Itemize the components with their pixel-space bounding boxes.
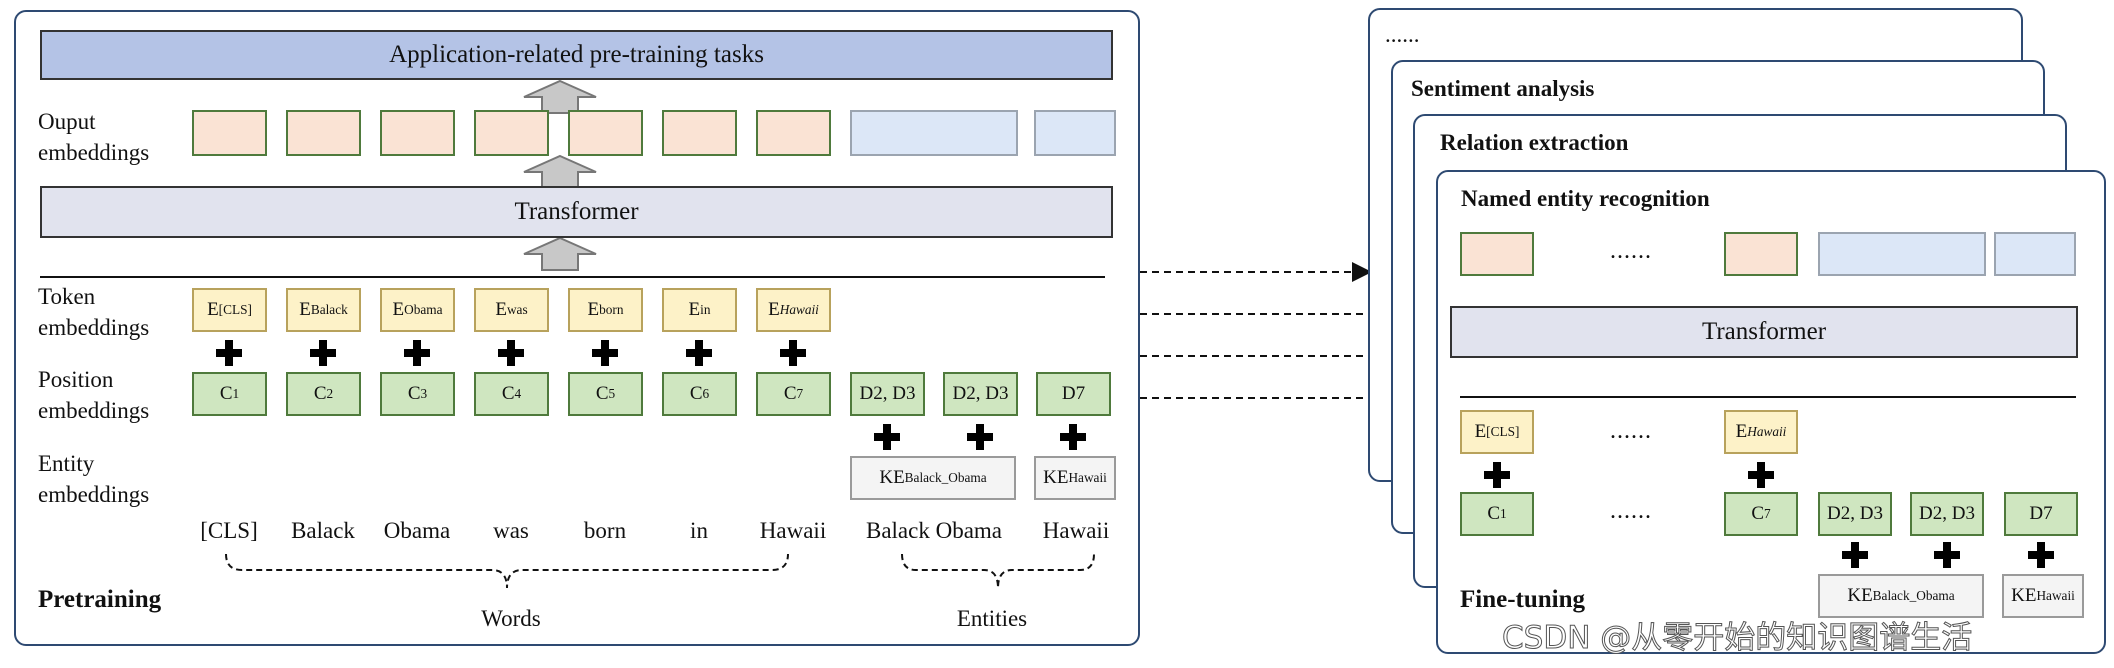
plus-icon	[1842, 542, 1868, 568]
plus-icon	[404, 340, 430, 366]
entities-caption: Entities	[956, 606, 1028, 631]
position-label-line2: embeddings	[38, 398, 150, 423]
finetuning-footer: Fine-tuning	[1460, 586, 1586, 613]
words-caption: Words	[481, 606, 541, 631]
plus-icon	[498, 340, 524, 366]
words-brace	[225, 553, 789, 589]
word-cls: [CLS]	[200, 518, 258, 543]
plus-icon	[1934, 542, 1960, 568]
arrow-up-icon	[523, 154, 597, 189]
token-embeddings-label: Token embeddings	[38, 281, 149, 343]
output-entity-embedding-box	[1034, 110, 1116, 156]
plus-icon	[1060, 424, 1086, 450]
token-label-line2: embeddings	[38, 315, 150, 340]
entity-word-hawaii: Hawaii	[1042, 518, 1110, 543]
ner-output-box	[1724, 232, 1798, 276]
ner-entity-position: D2, D3	[1818, 492, 1892, 536]
task-card-more-title: ......	[1385, 22, 1420, 47]
plus-icon	[780, 340, 806, 366]
output-label-line1: Ouput	[38, 109, 96, 134]
plus-icon	[2028, 542, 2054, 568]
output-embedding-box	[756, 110, 831, 156]
plus-icon	[1748, 462, 1774, 488]
plus-icon	[686, 340, 712, 366]
entities-brace	[901, 553, 1095, 589]
output-embedding-box	[192, 110, 267, 156]
ner-transformer-bar: Transformer	[1450, 306, 2078, 358]
output-embedding-box	[474, 110, 549, 156]
divider-line	[40, 276, 1105, 278]
ner-entity-position: D2, D3	[1910, 492, 1984, 536]
ner-entity-position: D7	[2004, 492, 2078, 536]
watermark: CSDN @从零开始的知识图谱生活	[1501, 620, 1973, 657]
output-embedding-box	[568, 110, 643, 156]
entity-position-embedding: D2, D3	[943, 372, 1018, 416]
task-card-ner-title: Named entity recognition	[1461, 186, 1710, 211]
output-embeddings-label: Ouput embeddings	[38, 106, 149, 168]
plus-icon	[967, 424, 993, 450]
entity-word-balack-obama: Balack Obama	[865, 518, 1003, 543]
arrow-up-icon	[523, 79, 597, 114]
plus-icon	[1484, 462, 1510, 488]
arrow-up-icon	[523, 236, 597, 271]
position-embeddings-label: Position embeddings	[38, 364, 149, 426]
ner-token-dots: ......	[1610, 418, 1652, 444]
token-label-line1: Token	[38, 284, 96, 309]
word-obama: Obama	[383, 518, 451, 543]
plus-icon	[592, 340, 618, 366]
ner-output-dots: ......	[1610, 238, 1652, 264]
output-label-line2: embeddings	[38, 140, 150, 165]
entity-position-embedding: D2, D3	[850, 372, 925, 416]
word-born: born	[583, 518, 627, 543]
pretraining-footer: Pretraining	[38, 586, 162, 613]
position-label-line1: Position	[38, 367, 114, 392]
output-entity-embedding-box	[850, 110, 1018, 156]
entity-label-line1: Entity	[38, 451, 95, 476]
plus-icon	[310, 340, 336, 366]
task-card-sentiment-title: Sentiment analysis	[1411, 76, 1595, 101]
ner-token-cls: E[CLS]	[1460, 410, 1534, 454]
output-embedding-box	[286, 110, 361, 156]
ner-output-entity-box	[1818, 232, 1986, 276]
ner-output-entity-box	[1994, 232, 2076, 276]
ner-divider-line	[1460, 396, 2076, 398]
output-embedding-box	[380, 110, 455, 156]
entity-label-line2: embeddings	[38, 482, 150, 507]
entity-position-embedding: D7	[1036, 372, 1111, 416]
task-card-relation-title: Relation extraction	[1440, 130, 1629, 155]
token-embedding-cls: E[CLS]	[192, 288, 267, 332]
output-embedding-box	[662, 110, 737, 156]
ner-position-dots: ......	[1610, 498, 1652, 524]
plus-icon	[216, 340, 242, 366]
pretraining-tasks-bar: Application-related pre-training tasks	[40, 30, 1113, 80]
word-was: was	[493, 518, 529, 543]
word-balack: Balack	[291, 518, 355, 543]
plus-icon	[874, 424, 900, 450]
word-hawaii: Hawaii	[759, 518, 827, 543]
ner-output-box	[1460, 232, 1534, 276]
entity-embeddings-label: Entity embeddings	[38, 448, 149, 510]
word-in: in	[690, 518, 708, 543]
transformer-bar: Transformer	[40, 186, 1113, 238]
